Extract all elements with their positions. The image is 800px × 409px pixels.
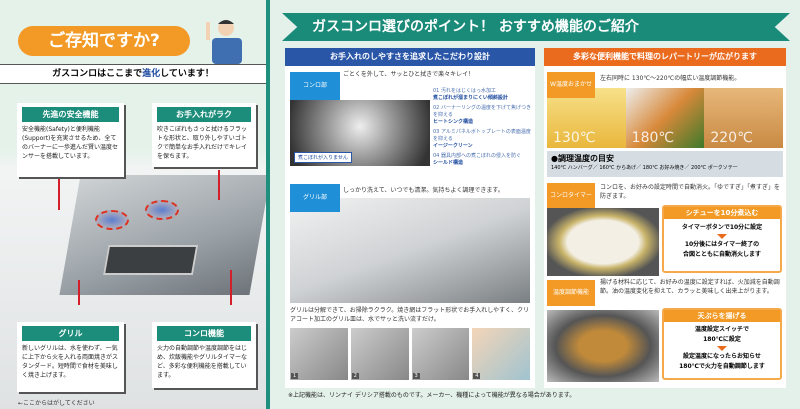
cleaning-steps: 1 2 3 4 — [290, 328, 530, 380]
step-image: 3 — [411, 328, 470, 380]
footnote: ※上記機能は、リンナイ デリシア搭載のものです。メーカー、機種によって機能が異な… — [288, 392, 576, 399]
card-body: 安全機能(Safety)と便利機能(Support)を充実させるため、全てのバー… — [22, 126, 119, 160]
box-step: 合図とともに自動消火します — [682, 251, 761, 258]
tempura-image — [547, 310, 659, 382]
gas-stove-image — [59, 175, 266, 295]
page-divider — [266, 0, 270, 409]
care-point: 03 アルミパネルボトップレートの表面温度を抑えるイージークリーン — [433, 129, 531, 149]
box-title: 天ぷらを揚げる — [664, 310, 780, 322]
evolution-headline: ガスコンロはここまで進化しています！ — [0, 64, 266, 84]
headline-highlight: 進化 — [142, 69, 161, 79]
card-title: 先進の安全機能 — [22, 107, 119, 122]
care-point: 01 汚れをはじくはっ水加工煮こぼれが溜まりにくい傾斜設計 — [433, 88, 508, 101]
box-title: シチューを10分煮込む — [664, 207, 780, 219]
step-image: 2 — [350, 328, 409, 380]
care-point: 02 バーナーリングの温度を下げて焦げつきを抑えるヒートシンク構造 — [433, 105, 531, 125]
temp-tag: W温度おまかせ — [547, 72, 595, 98]
feature-card-stove: コンロ機能火力の自動調節や温度調節をはじめ、炊飯機能やグリルタイマーなど、多彩な… — [152, 322, 256, 388]
burner-highlight — [145, 200, 179, 220]
timer-lead: コンロを、お好みの設定時間で自動消火。「ゆですぎ」「煮すぎ」を防ぎます。 — [600, 184, 781, 200]
card-body: 新しいグリルは、水を使わず、一気に上下から火を入れる両面焼きがスタンダード。短時… — [22, 345, 119, 379]
temp-lead: 左右同時に 130℃～220℃の幅広い温度調節機能。 — [600, 75, 741, 82]
card-title: お手入れがラク — [157, 107, 251, 122]
left-panel: ご存知ですか? ガスコンロはここまで進化しています！ 先進の安全機能安全機能(S… — [0, 0, 266, 409]
grill-tag: グリル部 — [290, 184, 340, 212]
box-step: タイマーボタンで10分に設定 — [681, 224, 763, 231]
worker-illustration-icon — [206, 20, 242, 64]
easy-care-section: お手入れのしやすさを追求したこだわり設計 コンロ部 ごとくを外して、サッとひと拭… — [285, 48, 535, 388]
box-step: 180℃で火力を自動調節します — [679, 363, 765, 370]
grill-door — [102, 245, 199, 275]
care-point: 04 器具内部への煮こぼれの侵入を防ぐシールド構造 — [433, 153, 521, 166]
connector-line — [230, 270, 232, 305]
stew-image — [547, 208, 659, 276]
section-header: お手入れのしやすさを追求したこだわり設計 — [285, 48, 535, 66]
feature-card-grill: グリル新しいグリルは、水を使わず、一気に上下から火を入れる両面焼きがスタンダード… — [17, 322, 124, 392]
timer-tag: コンロタイマー — [547, 183, 595, 209]
timer-example-box: シチューを10分煮込む タイマーボタンで10分に設定 10分後にはタイマー終了の… — [662, 205, 782, 273]
did-you-know-bubble: ご存知ですか? — [18, 26, 190, 56]
step-image: 1 — [290, 328, 348, 380]
guide-title: ●調理温度の目安 — [551, 154, 614, 163]
card-title: コンロ機能 — [157, 326, 251, 341]
fry-example-box: 天ぷらを揚げる 温度設定スイッチで 180℃に設定 設定温度になったらお知らせ … — [662, 308, 782, 380]
peel-note: ←ここからはがしてください — [18, 400, 95, 407]
grill-body: グリルは分解できて、お掃除ラクラク。焼き網はフラット形状でお手入れしやすく、クリ… — [290, 307, 530, 323]
feature-card-easy-care: お手入れがラク吹きこぼれもさっと拭けるフラットな形状と、取り外しやすいゴトクで簡… — [152, 103, 256, 167]
burner-highlight — [95, 210, 129, 230]
care-points: 01 汚れをはじくはっ水加工煮こぼれが溜まりにくい傾斜設計 02 バーナーリング… — [433, 88, 531, 167]
food-image: 130℃ — [547, 88, 626, 148]
grill-image — [290, 198, 530, 303]
no-spill-label: 煮こぼれが入りません — [294, 152, 352, 163]
box-step: 設定温度になったらお知らせ — [683, 353, 761, 360]
stove-lead: ごとくを外して、サッとひと拭きで楽々キレイ！ — [343, 71, 475, 78]
card-title: グリル — [22, 326, 119, 341]
step-image: 4 — [472, 328, 530, 380]
headline-text: ガスコンロはここまで — [52, 69, 143, 79]
section-header: 多彩な便利機能で料理のレパートリーが広がります — [544, 48, 786, 66]
card-body: 吹きこぼれもさっと拭けるフラットな形状と、取り外しやすいゴトクで簡単なお手入れだ… — [157, 126, 248, 160]
connector-line — [78, 280, 80, 305]
feature-card-safety: 先進の安全機能安全機能(Safety)と便利機能(Support)を充実させるた… — [17, 103, 124, 177]
headline-text-end: しています！ — [160, 69, 214, 79]
burner-image: 煮こぼれが入りません — [290, 100, 430, 166]
temp-adjust-tag: 温度調節機能 — [547, 280, 595, 306]
grill-lead: しっかり洗えて、いつでも清潔。気持ちよく調理できます。 — [343, 187, 504, 194]
stove-tag: コンロ部 — [290, 72, 340, 100]
guide-text: 140℃ ハンバーグ／ 160℃ からあげ／ 180℃ お好み焼き／ 200℃ … — [551, 165, 738, 171]
box-step: 10分後にはタイマー終了の — [684, 241, 760, 248]
food-image: 220℃ — [704, 88, 784, 148]
card-body: 火力の自動調節や温度調節をはじめ、炊飯機能やグリルタイマーなど、多彩な便利機能を… — [157, 345, 248, 379]
temperature-guide: ●調理温度の目安 140℃ ハンバーグ／ 160℃ からあげ／ 180℃ お好み… — [547, 151, 783, 177]
connector-line — [218, 170, 220, 200]
temp-adjust-lead: 揚げる材料に応じて、お好みの温度に設定すれば、火加減を自動調節。油の温度変化を抑… — [600, 279, 780, 295]
box-step: 温度設定スイッチで — [694, 326, 749, 333]
food-image: 180℃ — [625, 88, 705, 148]
down-arrow-icon — [717, 234, 727, 239]
box-step: 180℃に設定 — [703, 336, 741, 343]
features-section: 多彩な便利機能で料理のレパートリーが広がります W温度おまかせ 左右同時に 13… — [544, 48, 786, 388]
down-arrow-icon — [717, 346, 727, 351]
section-banner: ガスコンロ選びのポイント！ おすすめ機能のご紹介 — [282, 13, 790, 41]
food-images: 130℃ 180℃ 220℃ — [547, 88, 784, 148]
connector-line — [58, 170, 60, 210]
